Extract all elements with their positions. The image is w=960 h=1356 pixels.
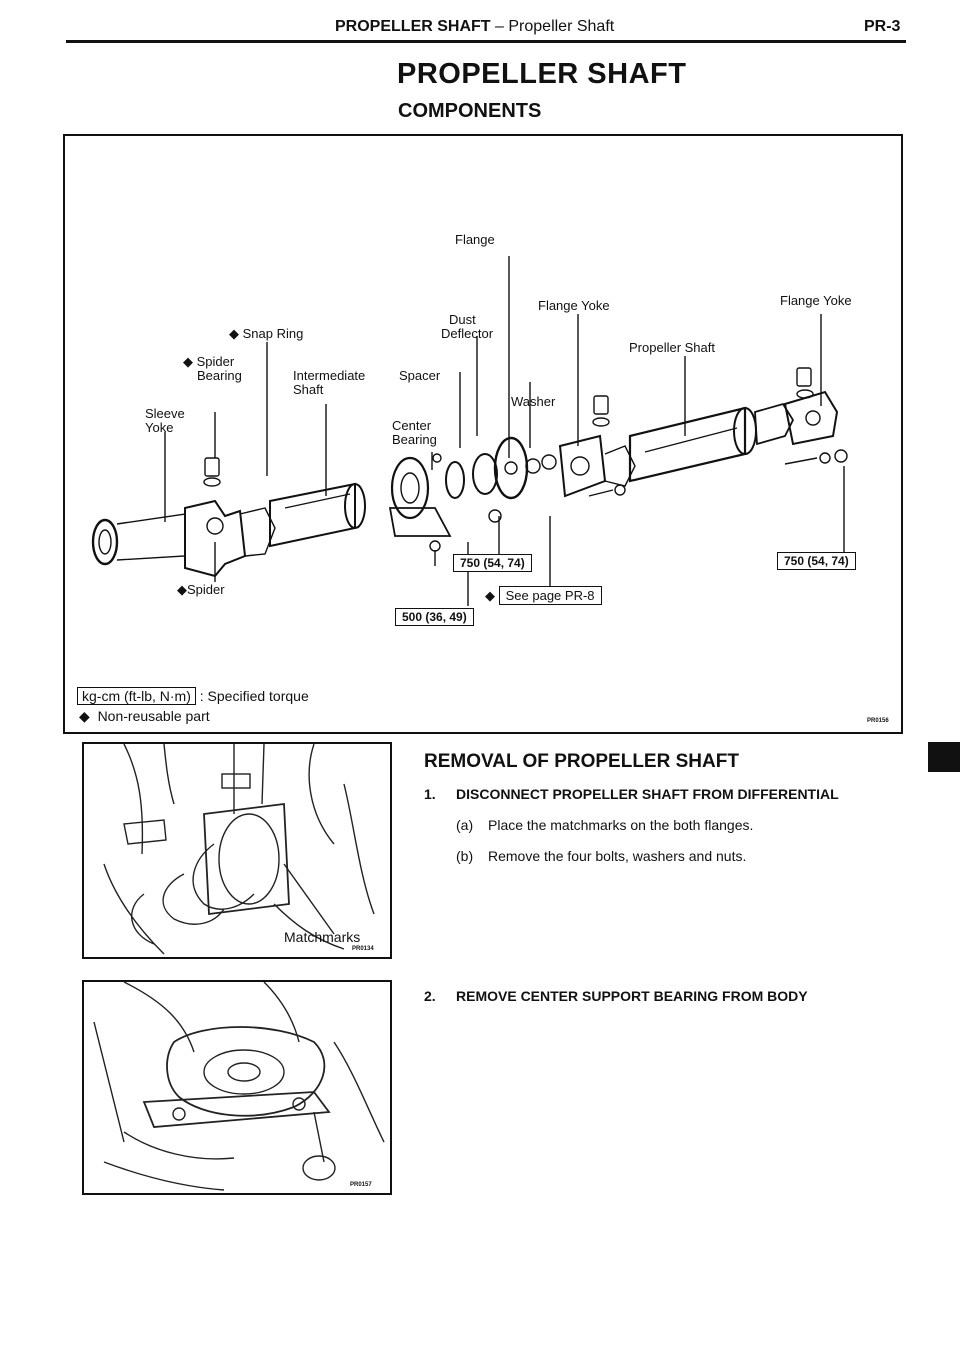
photo-matchmarks: Matchmarks PR0134 — [82, 742, 392, 959]
label-sleeve-yoke-1: Sleeve — [145, 406, 185, 421]
torque-rear-flange: 750 (54, 74) — [777, 552, 856, 570]
label-spider-bearing-1: ◆ Spider — [183, 354, 235, 369]
photo-matchmarks-illustration — [103, 744, 375, 955]
label-dust-deflector-2: Deflector — [441, 326, 494, 341]
photo-center-bearing: PR0157 — [82, 980, 392, 1195]
step-1-text: DISCONNECT PROPELLER SHAFT FROM DIFFEREN… — [456, 786, 839, 802]
page-number: PR-3 — [864, 18, 901, 35]
page-title: PROPELLER SHAFT — [397, 58, 687, 90]
section-thumb-tab — [928, 742, 960, 772]
label-see-page: ◆ See page PR-8 — [485, 586, 602, 605]
step-1a-letter: (a) — [456, 817, 474, 833]
step-1-number: 1. — [424, 786, 436, 802]
label-snap-ring: ◆ Snap Ring — [229, 326, 304, 341]
step-1b-letter: (b) — [456, 848, 474, 864]
photo-center-bearing-illustration — [93, 982, 385, 1191]
photo2-code: PR0157 — [350, 1182, 372, 1188]
label-flange-yoke-rear: Flange Yoke — [780, 293, 852, 308]
label-intermediate-shaft-1: Intermediate — [293, 368, 366, 383]
step-2-text: REMOVE CENTER SUPPORT BEARING FROM BODY — [456, 988, 808, 1004]
label-washer: Washer — [511, 394, 556, 409]
nonreusable-marker: ◆ — [79, 708, 90, 724]
running-header: PROPELLER SHAFT – Propeller Shaft — [335, 18, 615, 35]
propeller-shaft-drawing — [91, 256, 848, 606]
label-sleeve-yoke-2: Yoke — [145, 420, 174, 435]
label-spider-bearing-2: Bearing — [197, 368, 242, 383]
nonreusable-marker: ◆ — [177, 582, 187, 597]
label-center-bearing-1: Center — [392, 418, 432, 433]
label-dust-deflector-1: Dust — [449, 312, 476, 327]
section-title: COMPONENTS — [398, 100, 542, 122]
photo1-code: PR0134 — [352, 946, 374, 952]
step-1a-text: Place the matchmarks on the both flanges… — [488, 817, 754, 833]
torque-center-bearing: 500 (36, 49) — [395, 608, 474, 626]
torque-center-flange: 750 (54, 74) — [453, 554, 532, 572]
label-center-bearing-2: Bearing — [392, 432, 437, 447]
label-flange-yoke-front: Flange Yoke — [538, 298, 610, 313]
label-matchmarks: Matchmarks — [284, 929, 361, 945]
step-2-number: 2. — [424, 988, 436, 1004]
nonreusable-marker: ◆ — [485, 588, 495, 603]
legend-torque: kg-cm (ft-lb, N·m) : Specified torque — [77, 687, 309, 705]
figure-code: PR0156 — [867, 718, 889, 724]
label-flange: Flange — [455, 232, 495, 247]
components-diagram: Flange Flange Yoke Flange Yoke Dust Defl… — [63, 134, 903, 734]
label-intermediate-shaft-2: Shaft — [293, 382, 324, 397]
label-spacer: Spacer — [399, 368, 441, 383]
label-propeller-shaft: Propeller Shaft — [629, 340, 715, 355]
header-rule — [66, 40, 906, 43]
nonreusable-marker: ◆ — [229, 326, 239, 341]
label-spider: ◆Spider — [177, 582, 225, 597]
nonreusable-marker: ◆ — [183, 354, 193, 369]
legend-torque-unit: kg-cm (ft-lb, N·m) — [77, 687, 196, 705]
step-1b-text: Remove the four bolts, washers and nuts. — [488, 848, 747, 864]
removal-heading: REMOVAL OF PROPELLER SHAFT — [424, 751, 739, 772]
legend-nonreusable: ◆ Non-reusable part — [79, 708, 210, 724]
